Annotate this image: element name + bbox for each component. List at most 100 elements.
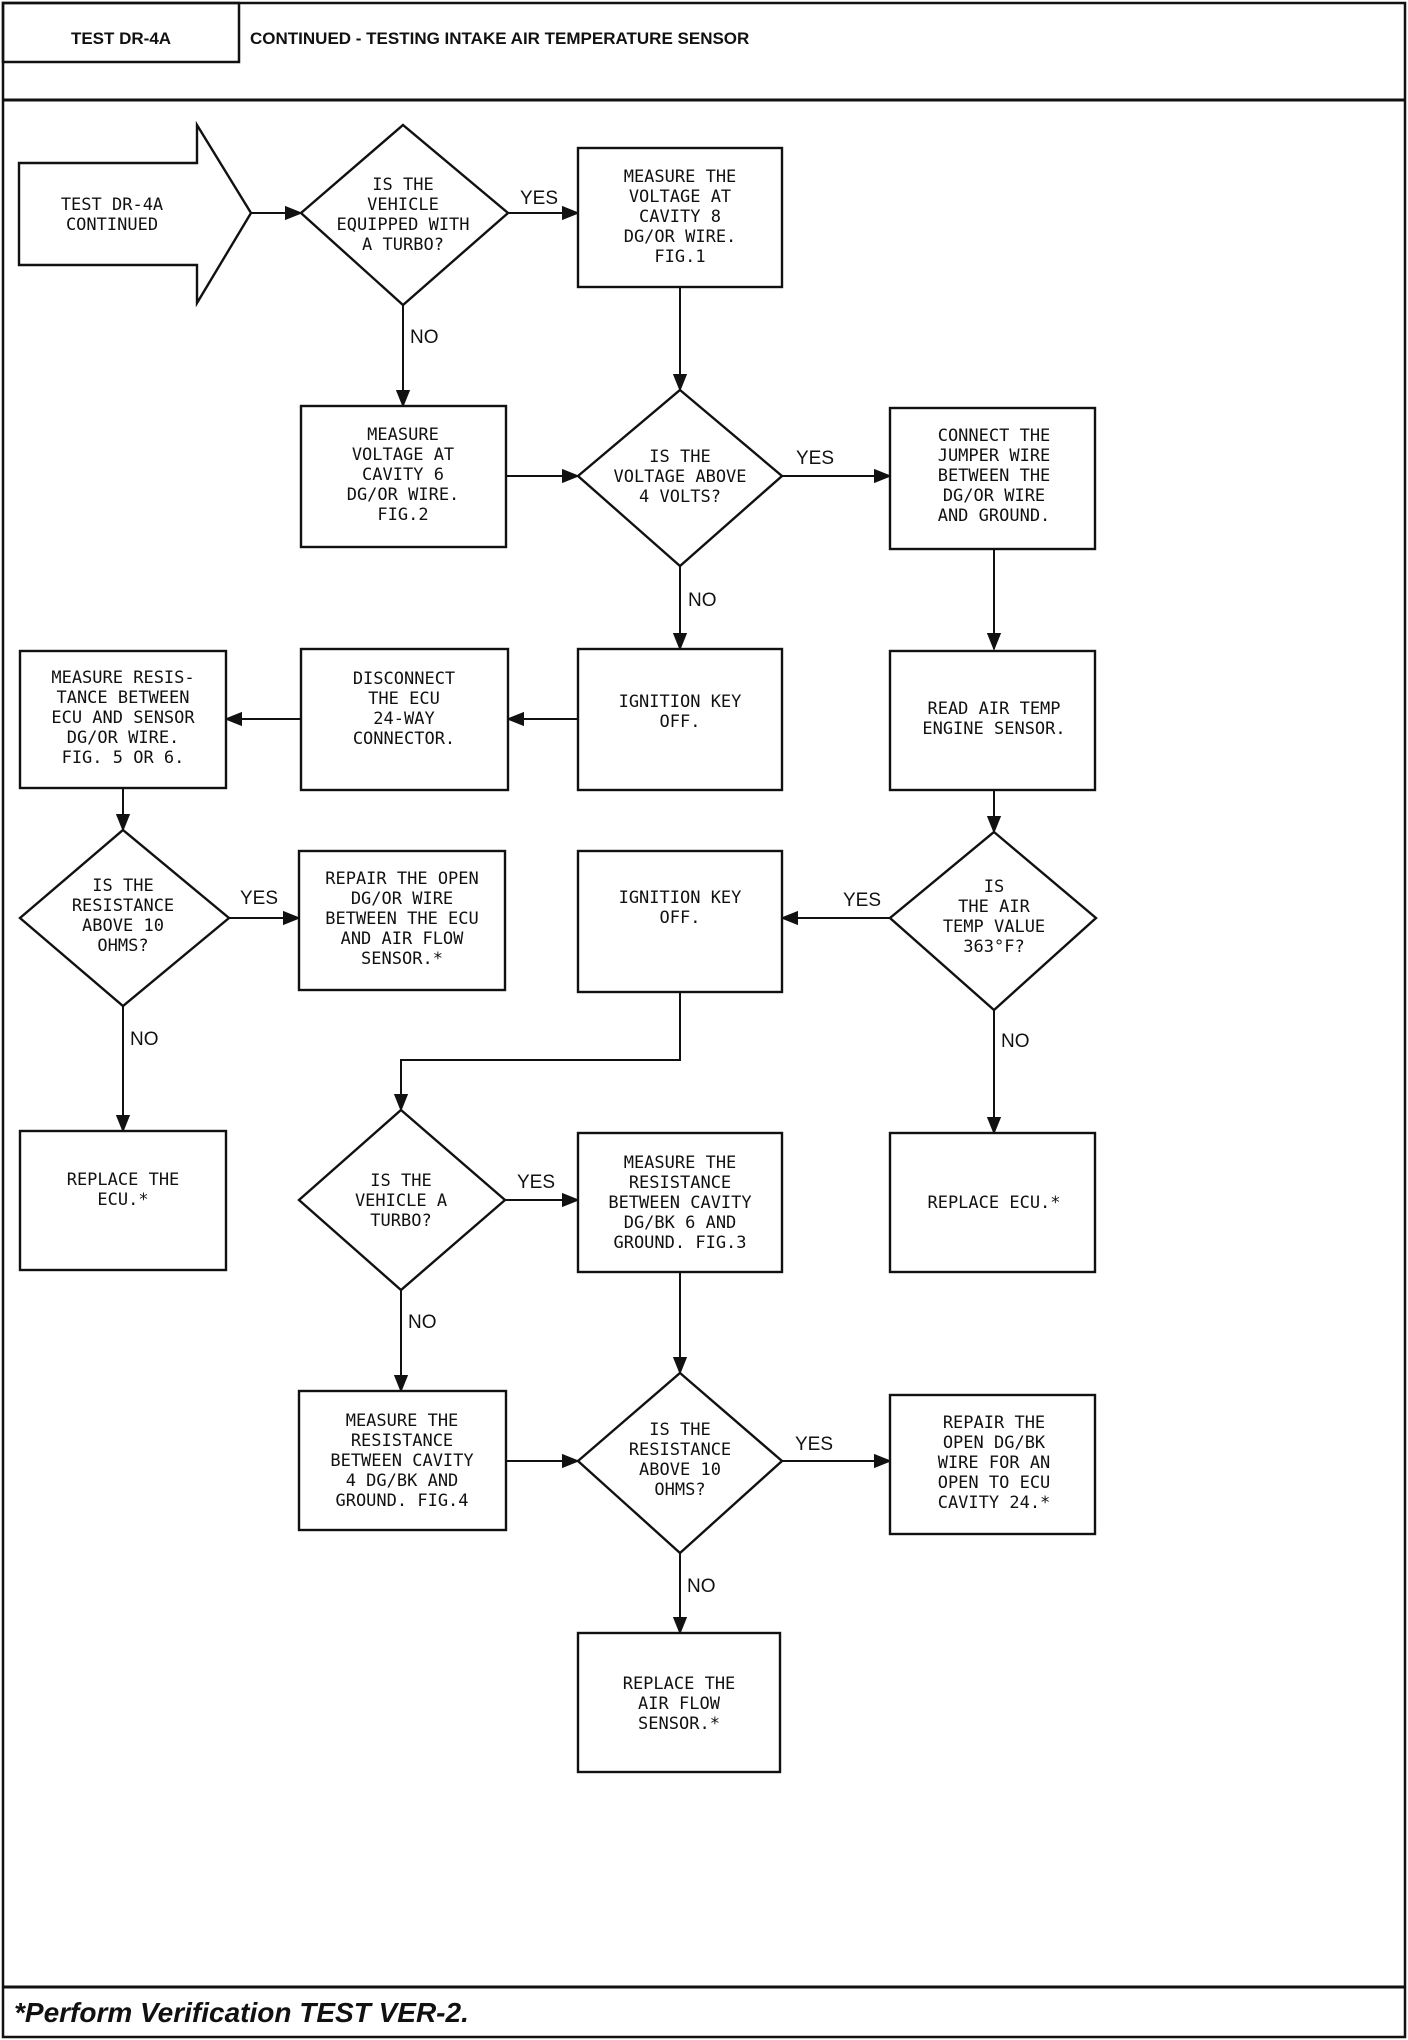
edge-ignition2-to-turbo2 (393, 992, 681, 1112)
node-text-line: CONTINUED (66, 215, 158, 235)
process-shape (297, 849, 507, 992)
node-text-line: ENGINE SENSOR. (922, 719, 1065, 739)
node-text-line: READ AIR TEMP (927, 699, 1060, 719)
node-text-line: BETWEEN CAVITY (330, 1451, 473, 1471)
process-shape (299, 647, 510, 792)
node-text-line: RESISTANCE (351, 1431, 453, 1451)
process-shape (576, 849, 784, 994)
process-shape (576, 1631, 782, 1774)
node-text-line: MEASURE RESIS- (51, 668, 194, 688)
node-text-line: DG/BK 6 AND (624, 1213, 737, 1233)
process-shape (18, 649, 228, 790)
node-text-line: GROUND. FIG.3 (613, 1233, 746, 1253)
edge-labels: YES NO YES NO YES NO YES NO YES NO YES N… (130, 188, 1030, 1597)
node-text-line: CAVITY 6 (362, 465, 444, 485)
node-text-line: THE ECU (368, 689, 440, 709)
node-text-line: OFF. (660, 712, 701, 732)
page-title: CONTINUED - TESTING INTAKE AIR TEMPERATU… (250, 29, 749, 48)
process-shape (576, 1131, 784, 1274)
node-text-line: IS THE (370, 1171, 431, 1191)
node-text-line: FIG. 5 OR 6. (62, 748, 185, 768)
node-text-line: VOLTAGE ABOVE (613, 467, 746, 487)
node-text-line: FIG.1 (654, 247, 705, 267)
node-text-line: IGNITION KEY (619, 888, 742, 908)
node-text-line: REPLACE THE (623, 1674, 736, 1694)
node-text-line: CONNECT THE (938, 426, 1051, 446)
node-text-line: OPEN TO ECU (938, 1473, 1051, 1493)
node-text-line: OHMS? (97, 936, 148, 956)
node-text-line: VOLTAGE AT (352, 445, 454, 465)
node-text-line: DG/OR WIRE. (624, 227, 737, 247)
node-text-line: DISCONNECT (353, 669, 455, 689)
node-text-line: FIG.2 (377, 505, 428, 525)
node-text-line: DG/OR WIRE (351, 889, 453, 909)
node-text-line: ABOVE 10 (82, 916, 164, 936)
node-text-line: IS (984, 877, 1004, 897)
node-text-line: TURBO? (370, 1211, 431, 1231)
decision-shape (888, 830, 1098, 1012)
start-arrow-shape (17, 120, 253, 308)
process-shape (18, 1129, 228, 1272)
process-shape (576, 647, 784, 792)
node-text-line: ABOVE 10 (639, 1460, 721, 1480)
node-text-line: SENSOR.* (361, 949, 443, 969)
node-text-line: IS THE (92, 876, 153, 896)
decision-shape (299, 123, 510, 307)
node-text-line: WIRE FOR AN (938, 1453, 1051, 1473)
node-text-line: AIR FLOW (638, 1694, 721, 1714)
node-text-line: RESISTANCE (629, 1440, 731, 1460)
label-turbo1-yes: YES (520, 188, 558, 209)
node-text-line: SENSOR.* (638, 1714, 720, 1734)
node-text-line: ECU AND SENSOR (51, 708, 195, 728)
node-text-line: THE AIR (958, 897, 1030, 917)
node-text-line: TEST DR-4A (61, 195, 163, 215)
node-text-line: VEHICLE (367, 195, 439, 215)
label-voltage-no: NO (688, 590, 717, 611)
node-text-line: A TURBO? (362, 235, 444, 255)
label-voltage-yes: YES (796, 448, 834, 469)
node-text-line: OFF. (660, 908, 701, 928)
decision-shape (18, 828, 231, 1008)
node-text-line: 363°F? (963, 937, 1024, 957)
process-shape (888, 1393, 1097, 1536)
node-text-line: REPAIR THE (943, 1413, 1045, 1433)
footer-note: *Perform Verification TEST VER-2. (14, 1997, 469, 2028)
node-text-line: IS THE (372, 175, 433, 195)
node-text-line: GROUND. FIG.4 (335, 1491, 468, 1511)
node-text-line: RESISTANCE (629, 1173, 731, 1193)
node-text-line: 4 DG/BK AND (346, 1471, 459, 1491)
node-text-line: TANCE BETWEEN (56, 688, 189, 708)
node-text-line: AND AIR FLOW (341, 929, 465, 949)
node-text-line: OHMS? (654, 1480, 705, 1500)
label-res1-no: NO (130, 1029, 159, 1050)
test-id-box (1, 1, 241, 64)
node-text-line: CAVITY 24.* (938, 1493, 1051, 1513)
node-text-line: REPLACE THE (67, 1170, 180, 1190)
decision-shape (297, 1108, 507, 1292)
